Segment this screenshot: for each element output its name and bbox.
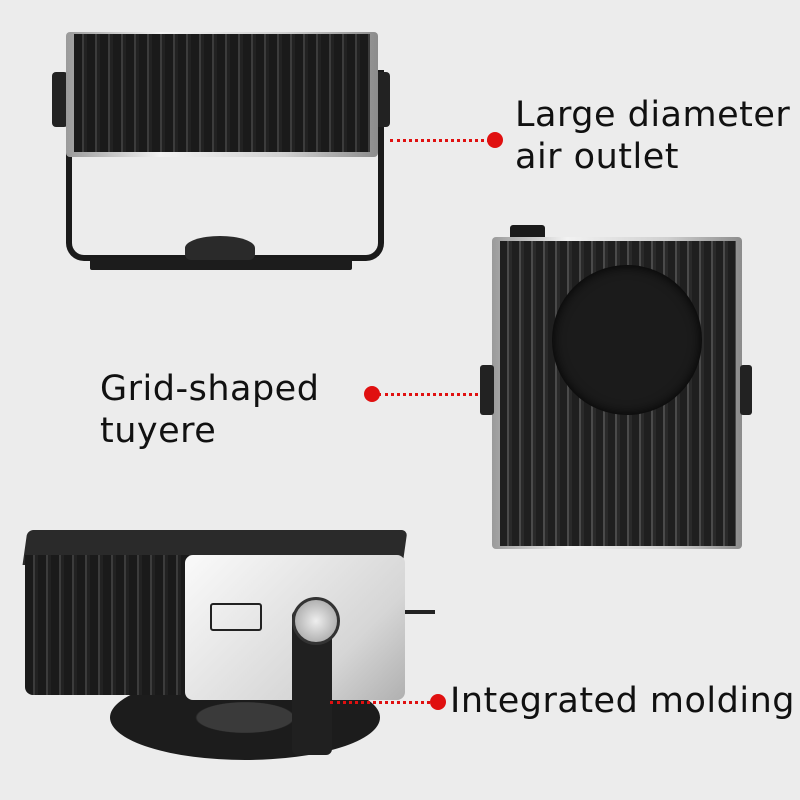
base-pivot (185, 236, 255, 260)
label-line: Large diameter (515, 95, 791, 135)
base-plate (90, 258, 352, 270)
air-outlet-grille (74, 34, 370, 152)
side-knob-left (480, 365, 494, 415)
fan-circle (552, 265, 702, 415)
rotation-knob (292, 597, 340, 645)
side-knob-right (740, 365, 752, 415)
label-line: air outlet (515, 137, 679, 177)
label-line: Grid-shaped (100, 369, 320, 409)
top-button (510, 225, 545, 239)
heater-perspective-view (20, 525, 440, 770)
label-integrated-molding: Integrated molding (450, 680, 795, 722)
side-fins (25, 555, 195, 695)
annotation-line-2 (378, 393, 478, 396)
label-line: tuyere (100, 411, 217, 451)
bracket-knob-left (52, 72, 68, 127)
label-air-outlet: Large diameter air outlet (515, 94, 790, 178)
annotation-line-1 (390, 139, 490, 142)
heater-front-view (52, 30, 390, 275)
annotation-dot-2 (364, 386, 380, 402)
annotation-line-3 (330, 701, 430, 704)
bracket-knob-right (374, 72, 390, 127)
annotation-dot-1 (487, 132, 503, 148)
label-grid-tuyere: Grid-shaped tuyere (100, 368, 319, 452)
heater-side-view (480, 225, 752, 555)
label-line: Integrated molding (450, 681, 795, 721)
annotation-dot-3 (430, 694, 446, 710)
power-cord (405, 610, 435, 614)
brand-logo (210, 603, 262, 631)
